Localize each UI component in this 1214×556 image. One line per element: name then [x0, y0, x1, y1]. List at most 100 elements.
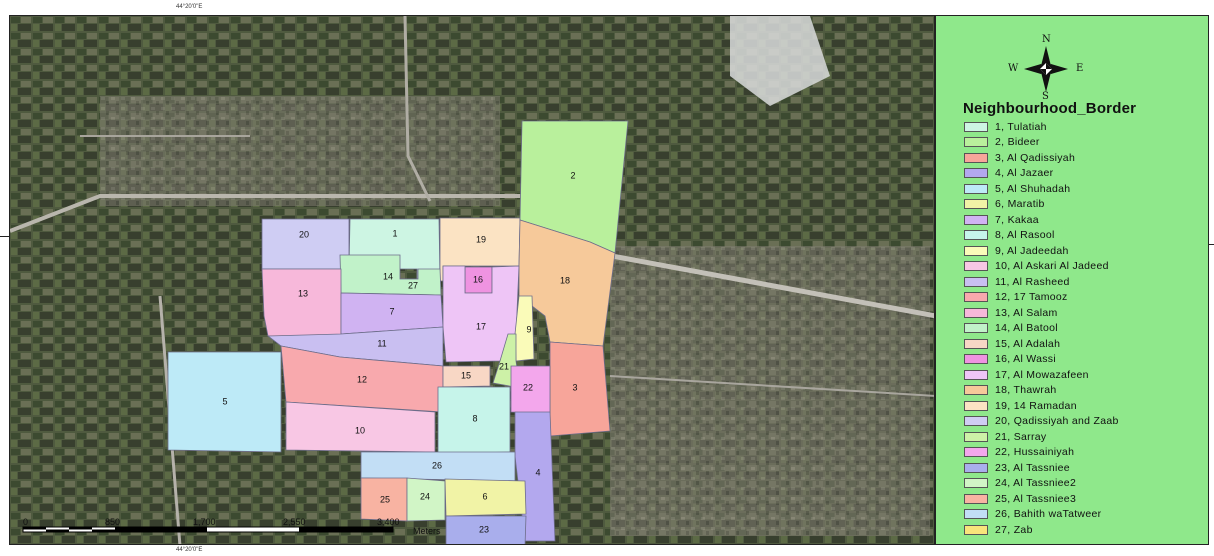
legend-item: 21, Sarray [964, 429, 1119, 445]
bottom-coordinate-label: 44°20'0"E [176, 547, 203, 553]
legend-item-label: 22, Hussainiyah [995, 446, 1075, 459]
scale-tick-0: 0 [23, 517, 29, 527]
polygon-17[interactable] [442, 265, 520, 363]
polygon-24[interactable] [406, 477, 446, 522]
label-13: 13 [298, 288, 308, 298]
label-12: 12 [357, 374, 367, 384]
legend-item-label: 21, Sarray [995, 430, 1047, 443]
label-14: 14 [383, 271, 393, 281]
legend-swatch [964, 137, 988, 148]
legend-panel: N S W E Neighbourhood_Border 1, Tulatiah… [935, 15, 1209, 545]
bright-area-northeast [730, 16, 830, 106]
legend-swatch [964, 447, 988, 458]
legend-item: 27, Zab [964, 522, 1119, 538]
left-graticule-tick [0, 236, 10, 237]
label-5: 5 [222, 396, 227, 406]
legend-item-label: 20, Qadissiyah and Zaab [995, 415, 1119, 428]
polygon-15[interactable] [442, 365, 491, 388]
neighbourhood-labels: 1 2 3 4 5 6 7 8 9 10 11 12 13 14 15 16 1… [222, 170, 577, 534]
map-frame[interactable]: 1 2 3 4 5 6 7 8 9 10 11 12 13 14 15 16 1… [9, 15, 935, 545]
legend-item-label: 7, Kakaa [995, 213, 1039, 226]
legend-item: 13, Al Salam [964, 305, 1119, 321]
legend-item: 5, Al Shuhadah [964, 181, 1119, 197]
legend-item-label: 23, Al Tassniee [995, 461, 1070, 474]
label-25: 25 [380, 494, 390, 504]
legend-item: 7, Kakaa [964, 212, 1119, 228]
polygon-3[interactable] [549, 341, 611, 437]
legend-swatch [964, 121, 988, 132]
urban-area-north [100, 96, 500, 206]
legend-item-label: 15, Al Adalah [995, 337, 1061, 350]
top-coordinate-label: 44°20'0"E [176, 4, 203, 10]
scale-bar-graphic [22, 526, 394, 533]
legend-item: 25, Al Tassniee3 [964, 491, 1119, 507]
legend-item-label: 25, Al Tassniee3 [995, 492, 1077, 505]
scale-tick-3: 2,550 [283, 517, 306, 527]
legend-item-label: 1, Tulatiah [995, 120, 1047, 133]
legend-item-label: 19, 14 Ramadan [995, 399, 1077, 412]
label-10: 10 [355, 425, 365, 435]
legend-item: 4, Al Jazaer [964, 166, 1119, 182]
label-2: 2 [570, 170, 575, 180]
north-arrow: N S W E [996, 34, 1096, 102]
legend-item-label: 26, Bahith waTatweer [995, 508, 1102, 521]
legend-swatch [964, 509, 988, 520]
label-20: 20 [299, 229, 309, 239]
legend-item-label: 8, Al Rasool [995, 229, 1055, 242]
legend-swatch [964, 323, 988, 334]
legend-swatch [964, 431, 988, 442]
legend-swatch [964, 276, 988, 287]
legend-swatch [964, 199, 988, 210]
compass-east-label: E [1076, 63, 1084, 74]
legend-swatch [964, 524, 988, 535]
road-west-east [10, 194, 530, 233]
road-north-south [403, 16, 432, 202]
label-17: 17 [476, 321, 486, 331]
scale-unit: Meters [413, 526, 441, 536]
polygon-23[interactable] [445, 515, 527, 545]
legend-swatch [964, 245, 988, 256]
legend-item: 18, Thawrah [964, 383, 1119, 399]
legend-item-label: 16, Al Wassi [995, 353, 1056, 366]
urban-area-east [610, 246, 930, 536]
legend-item: 22, Hussainiyah [964, 445, 1119, 461]
legend-item-label: 27, Zab [995, 523, 1033, 536]
label-1: 1 [392, 228, 397, 238]
label-18: 18 [560, 275, 570, 285]
legend-swatch [964, 214, 988, 225]
neighbourhood-polygons[interactable] [167, 120, 629, 545]
legend-item-label: 14, Al Batool [995, 322, 1058, 335]
label-26: 26 [432, 460, 442, 470]
label-8: 8 [472, 413, 477, 423]
legend-item-label: 5, Al Shuhadah [995, 182, 1071, 195]
polygon-13[interactable] [261, 268, 342, 338]
legend-swatch [964, 152, 988, 163]
polygon-9[interactable] [514, 295, 535, 362]
legend-swatch [964, 493, 988, 504]
polygon-6[interactable] [444, 478, 527, 517]
scale-tick-4: 3,400 [377, 517, 400, 527]
legend-item: 14, Al Batool [964, 321, 1119, 337]
legend-item: 12, 17 Tamooz [964, 290, 1119, 306]
map-canvas[interactable]: 1 2 3 4 5 6 7 8 9 10 11 12 13 14 15 16 1… [10, 16, 935, 545]
legend-item: 16, Al Wassi [964, 352, 1119, 368]
legend-swatch [964, 369, 988, 380]
legend-title: Neighbourhood_Border [963, 100, 1137, 117]
compass-south-label: S [1042, 91, 1049, 102]
legend-swatch [964, 292, 988, 303]
road-east [584, 248, 934, 319]
road-south-east [609, 375, 934, 397]
legend-item-label: 11, Al Rasheed [995, 275, 1070, 288]
legend-item: 20, Qadissiyah and Zaab [964, 414, 1119, 430]
legend-item-label: 9, Al Jadeedah [995, 244, 1069, 257]
legend-item: 6, Maratib [964, 197, 1119, 213]
legend-item: 24, Al Tassniee2 [964, 476, 1119, 492]
polygon-5[interactable] [167, 351, 282, 453]
legend-swatch [964, 462, 988, 473]
legend-item-label: 10, Al Askari Al Jadeed [995, 260, 1109, 273]
legend-swatch [964, 338, 988, 349]
polygon-20[interactable] [261, 218, 350, 270]
label-23: 23 [479, 524, 489, 534]
legend-swatch [964, 168, 988, 179]
legend-item: 10, Al Askari Al Jadeed [964, 259, 1119, 275]
